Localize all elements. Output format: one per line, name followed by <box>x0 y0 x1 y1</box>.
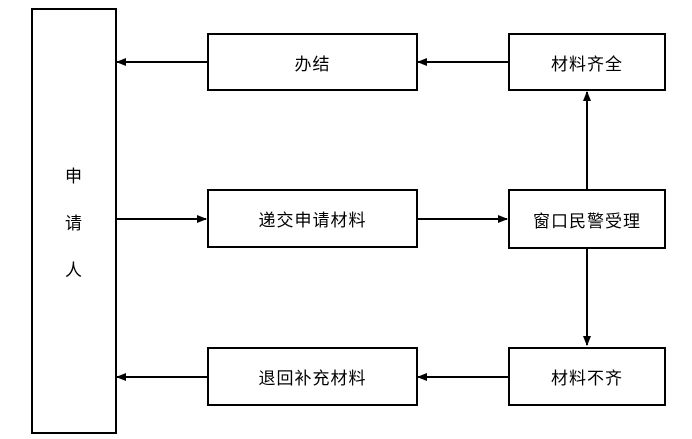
submit-box: 递交申请材料 <box>207 189 418 248</box>
applicant-label: 申 请 人 <box>65 162 83 281</box>
complete-box: 材料齐全 <box>508 33 666 91</box>
applicant-box: 申 请 人 <box>31 8 117 434</box>
incomplete-label: 材料不齐 <box>551 369 623 389</box>
done-label: 办结 <box>294 54 331 75</box>
complete-label: 材料齐全 <box>551 54 623 75</box>
done-box: 办结 <box>207 33 418 91</box>
window-label: 窗口民警受理 <box>533 211 641 232</box>
applicant-char-2: 请 <box>65 213 83 234</box>
return-box: 退回补充材料 <box>207 347 418 406</box>
return-label: 退回补充材料 <box>258 369 367 389</box>
incomplete-box: 材料不齐 <box>508 347 666 406</box>
applicant-char-3: 人 <box>65 260 83 281</box>
applicant-char-1: 申 <box>65 166 83 187</box>
submit-label: 递交申请材料 <box>258 211 367 231</box>
window-box: 窗口民警受理 <box>508 189 666 249</box>
